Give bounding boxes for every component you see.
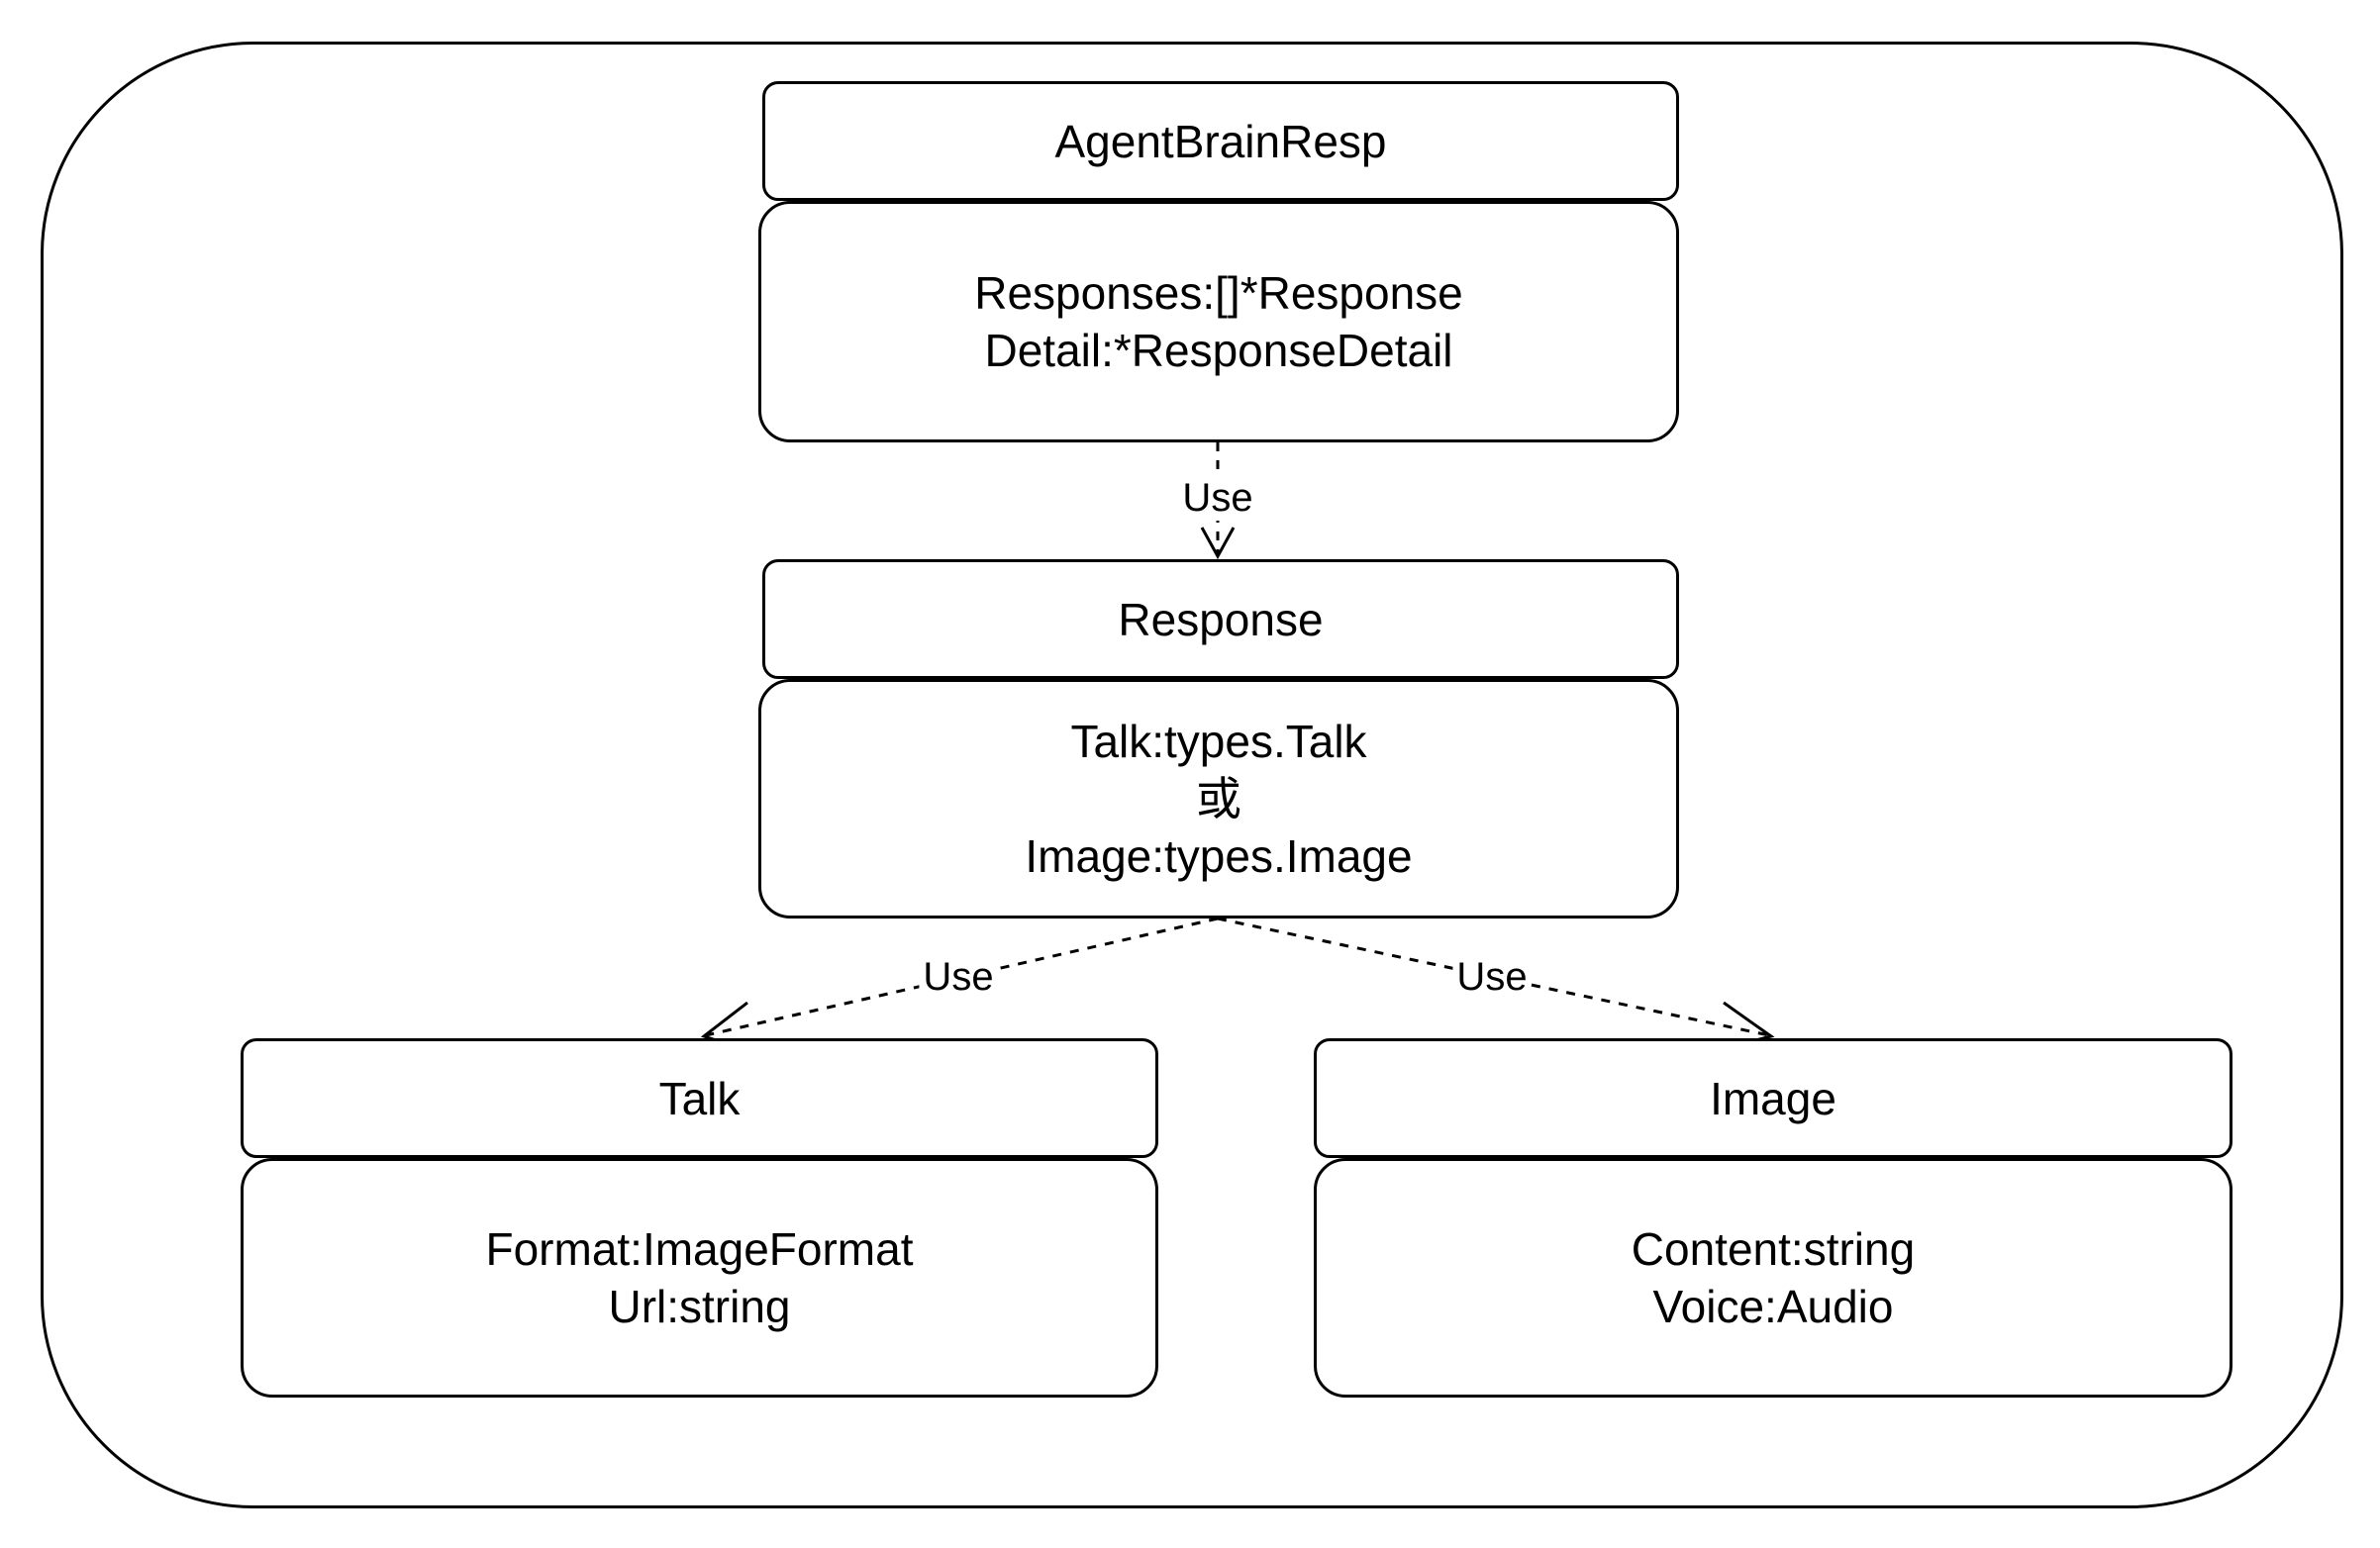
edge-label-response-to-talk: Use xyxy=(919,954,998,1000)
class-field: Url:string xyxy=(608,1281,791,1332)
class-field: Detail:*ResponseDetail xyxy=(984,325,1453,376)
class-name: Image xyxy=(1710,1072,1836,1124)
class-agent-brain-resp-body: Responses:[]*Response Detail:*ResponseDe… xyxy=(758,201,1679,442)
class-response-header: Response xyxy=(762,559,1679,679)
class-name: Talk xyxy=(658,1072,741,1124)
class-agent-brain-resp-header: AgentBrainResp xyxy=(762,81,1679,201)
class-field: Image:types.Image xyxy=(1025,830,1413,882)
class-field: 或 xyxy=(1196,773,1241,824)
class-field: Content:string xyxy=(1631,1223,1916,1275)
class-image-header: Image xyxy=(1314,1038,2232,1158)
class-talk-header: Talk xyxy=(241,1038,1158,1158)
diagram-frame xyxy=(41,42,2343,1508)
class-field: Voice:Audio xyxy=(1652,1281,1894,1332)
class-field: Format:ImageFormat xyxy=(485,1223,914,1275)
edge-label-response-to-image: Use xyxy=(1452,954,1532,1000)
class-name: AgentBrainResp xyxy=(1054,115,1387,167)
class-response-body: Talk:types.Talk 或 Image:types.Image xyxy=(758,679,1679,919)
class-field: Responses:[]*Response xyxy=(974,267,1463,319)
class-talk-body: Format:ImageFormat Url:string xyxy=(241,1158,1158,1398)
class-image-body: Content:string Voice:Audio xyxy=(1314,1158,2232,1398)
edge-label-agent-to-response: Use xyxy=(1178,475,1257,521)
class-name: Response xyxy=(1118,593,1324,645)
class-field: Talk:types.Talk xyxy=(1070,716,1367,767)
